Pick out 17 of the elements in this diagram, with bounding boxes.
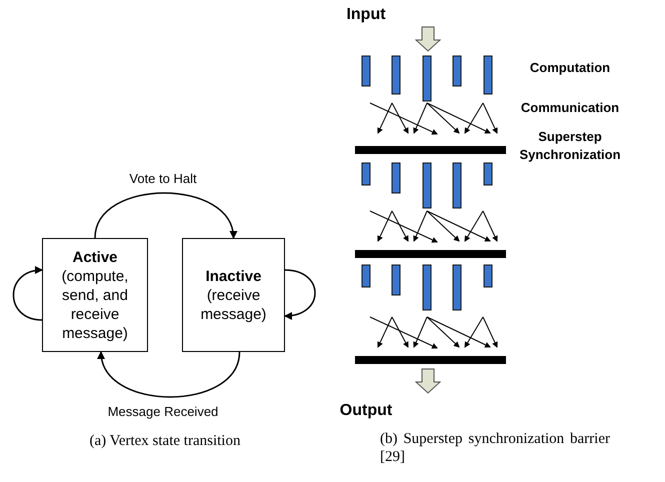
transition-arrow [98,351,240,398]
transition-arrow [94,192,236,239]
stage-label: Computation [528,59,612,77]
state-name: Active [72,248,118,266]
state-box [42,238,148,352]
stage-label: Superstep Synchronization [518,128,622,164]
stage-label: Output [338,401,394,421]
state-name: Inactive [206,266,262,286]
caption: (b) Superstep synchronization barrier [29] [380,430,610,466]
state-description: (receive message) [200,286,268,324]
transition-arrow [12,266,43,321]
state-box [182,238,285,352]
stage-label: Input [345,5,387,25]
caption: (a) Vertex state transition [88,432,242,451]
stage-label: Communication [520,99,620,117]
state-description: (compute, send, and receive message) [60,266,130,342]
transition-arrow [284,269,316,320]
